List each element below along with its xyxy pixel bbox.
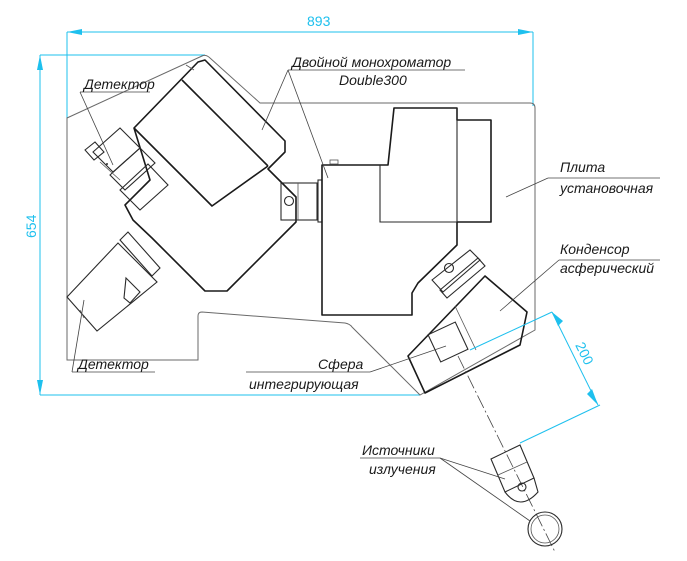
label-detector-top: Детектор <box>82 76 155 92</box>
label-monochromator-line2: Double300 <box>339 72 407 88</box>
radiation-sources <box>490 444 563 547</box>
integrating-sphere <box>427 321 469 363</box>
label-detector-bottom: Детектор <box>76 356 149 372</box>
dimension-source-distance: 200 <box>469 311 601 444</box>
label-sphere-line2: интегрирующая <box>249 376 359 392</box>
monochromator-block-right <box>321 107 492 316</box>
detector-bottom <box>66 231 161 332</box>
label-sphere-line1: Сфера <box>318 356 364 372</box>
label-sources-line1: Источники <box>362 442 435 458</box>
arrow-oblique-down-icon <box>587 389 598 405</box>
dimension-source-distance-value: 200 <box>572 339 597 367</box>
arrow-oblique-up-icon <box>552 312 563 326</box>
leader-lines <box>71 69 660 522</box>
aspheric-condenser <box>407 275 528 394</box>
arrow-up-icon <box>37 55 43 70</box>
dimension-width: 893 <box>66 13 534 118</box>
label-condenser-line1: Конденсор <box>560 241 630 257</box>
arrow-down-icon <box>37 380 43 395</box>
optical-axis <box>457 355 556 553</box>
dimension-height: 654 <box>23 54 420 396</box>
detector-top <box>84 127 169 211</box>
port-icon <box>283 195 295 207</box>
coupling-unit <box>280 179 323 223</box>
arrow-left-icon <box>67 29 82 35</box>
condenser-mount <box>431 249 486 299</box>
dimension-width-value: 893 <box>307 13 331 29</box>
arrow-right-icon <box>518 29 533 35</box>
dimension-height-value: 654 <box>23 214 39 238</box>
label-monochromator-line1: Двойной монохроматор <box>290 54 451 70</box>
mounting-plate-outline <box>66 54 536 396</box>
label-plate-line2: установочная <box>559 180 654 196</box>
lamp-icon <box>527 511 563 547</box>
label-condenser-line2: асферический <box>560 260 654 276</box>
label-sources-line2: излучения <box>369 461 436 477</box>
label-plate-line1: Плита <box>560 159 605 175</box>
double-monochromator <box>124 59 297 292</box>
